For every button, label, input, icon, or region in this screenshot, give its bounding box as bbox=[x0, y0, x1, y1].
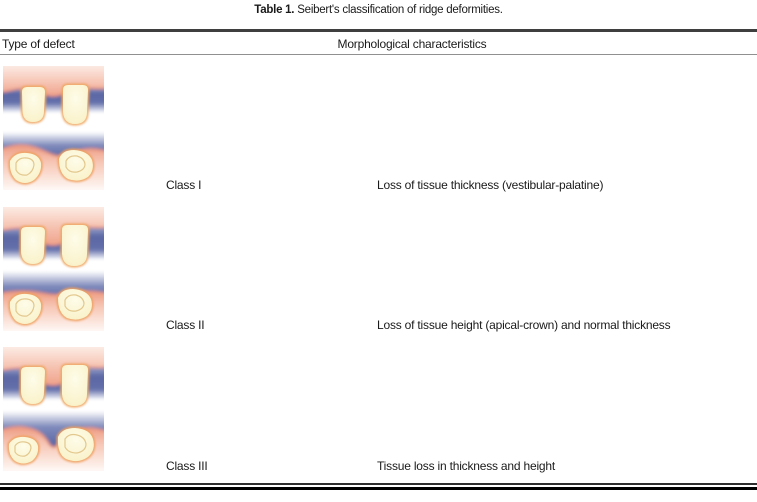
row-class-ii-characteristics: Loss of tissue height (apical-crown) and… bbox=[377, 318, 671, 332]
row-class-i-label: Class I bbox=[166, 178, 202, 192]
header-divider-rule bbox=[0, 54, 757, 55]
table-top-rule bbox=[0, 29, 757, 32]
table-caption: Table 1.Seibert's classification of ridg… bbox=[0, 4, 757, 16]
row-class-iii-label: Class III bbox=[166, 459, 208, 473]
seibert-class-ii-ridge-defect-illustration bbox=[3, 207, 104, 331]
row-class-i-characteristics: Loss of tissue thickness (vestibular-pal… bbox=[377, 178, 604, 192]
column-header-type-of-defect: Type of defect bbox=[2, 37, 75, 51]
column-header-morphological-characteristics: Morphological characteristics bbox=[337, 37, 487, 51]
seibert-class-iii-ridge-defect-illustration bbox=[3, 347, 104, 471]
table-bottom-inner-rule bbox=[0, 483, 757, 485]
row-class-iii-characteristics: Tissue loss in thickness and height bbox=[377, 459, 555, 473]
seibert-class-i-ridge-defect-illustration bbox=[3, 66, 104, 190]
table-caption-text: Seibert's classification of ridge deform… bbox=[297, 4, 503, 16]
table-caption-number: Table 1. bbox=[254, 4, 295, 16]
row-class-ii-label: Class II bbox=[166, 318, 205, 332]
table-bottom-outer-rule bbox=[0, 487, 757, 490]
